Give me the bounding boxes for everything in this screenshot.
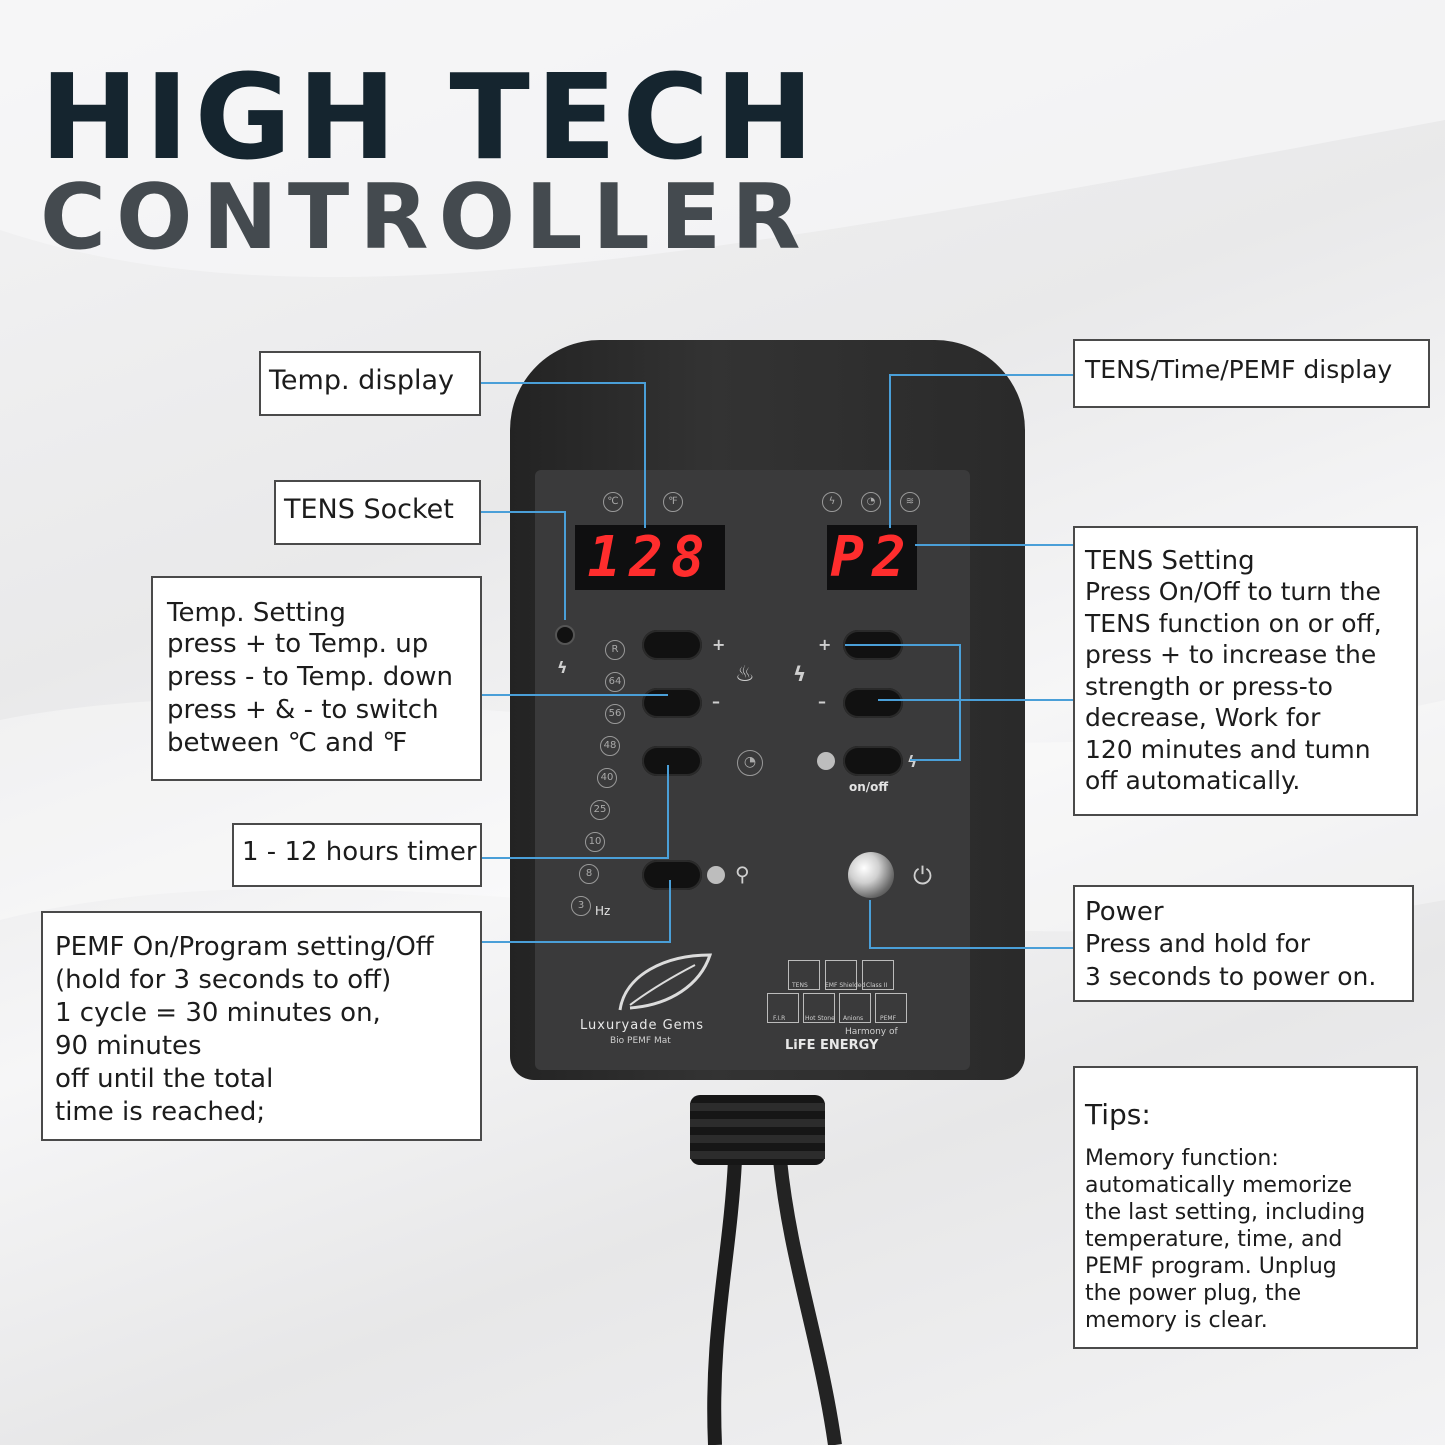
headline-line2: CONTROLLER (40, 165, 811, 270)
tens-indicator-light (817, 752, 835, 770)
power-icon: ⏻ (913, 862, 932, 890)
callout-pemf-body: PEMF On/Program setting/Off (hold for 3 … (55, 932, 434, 1127)
callout-power: Power Press and hold for 3 seconds to po… (1073, 885, 1414, 1002)
tens-plus-button[interactable] (843, 630, 903, 660)
temp-minus-button[interactable] (642, 688, 702, 718)
badge-class-ii (862, 960, 894, 990)
badge-label: EMF Shielded (825, 982, 866, 989)
pemf-coil-icon: ⚲ (735, 862, 750, 886)
pemf-wave-icon: ≋ (900, 492, 920, 512)
callout-tips-heading: Tips: (1085, 1098, 1151, 1131)
callout-power-heading: Power (1085, 897, 1164, 927)
callout-tips: Tips: Memory function: automatically mem… (1073, 1066, 1418, 1349)
hz-label: Hz (595, 904, 611, 918)
callout-tens-setting: TENS Setting Press On/Off to turn the TE… (1073, 526, 1418, 816)
level-mark: 8 (579, 864, 599, 884)
callout-tens-socket-text: TENS Socket (284, 494, 454, 525)
callout-power-body: Press and hold for 3 seconds to power on… (1085, 929, 1377, 991)
controller-device: ℃ ℉ ϟ ◔ ≋ 128 P2 ϟ R 64 56 48 40 25 10 8… (510, 340, 1025, 1080)
plus-symbol: + (818, 635, 832, 654)
celsius-indicator: ℃ (603, 492, 623, 512)
level-mark: 56 (605, 704, 625, 724)
badge-label: Anions (843, 1015, 864, 1022)
lightning-icon: ϟ (557, 658, 568, 677)
cable-connector (690, 1095, 825, 1165)
callout-temp-display: Temp. display (259, 351, 481, 416)
pemf-button[interactable] (642, 860, 702, 890)
callout-temp-setting: Temp. Setting press + to Temp. up press … (151, 576, 482, 781)
level-mark: 10 (585, 832, 605, 852)
callout-timer: 1 - 12 hours timer (232, 823, 482, 887)
badge-label: Class II (866, 982, 888, 989)
level-mark: 3 (571, 896, 591, 916)
callout-temp-setting-body: press + to Temp. up press - to Temp. dow… (167, 629, 453, 758)
badge-label: F.I.R (773, 1015, 786, 1022)
power-button[interactable] (848, 852, 894, 898)
temp-plus-button[interactable] (642, 630, 702, 660)
badge-hot-stone (803, 993, 835, 1023)
badge-anions (839, 993, 871, 1023)
level-mark: 25 (590, 800, 610, 820)
callout-temp-setting-heading: Temp. Setting (167, 598, 346, 628)
lightning-icon: ϟ (793, 662, 807, 686)
tens-lcd-display: P2 (827, 525, 917, 590)
badge-fir (767, 993, 799, 1023)
lightning-icon: ϟ (822, 492, 842, 512)
level-mark: R (605, 640, 625, 660)
clock-icon: ◔ (737, 750, 763, 776)
badge-label: PEMF (880, 1015, 897, 1022)
badge-emf-shielded (825, 960, 857, 990)
headline-line1: HIGH TECH (40, 48, 820, 186)
callout-temp-display-text: Temp. display (269, 365, 454, 396)
minus-symbol: – (818, 692, 826, 711)
clock-icon: ◔ (861, 492, 881, 512)
temp-lcd-display: 128 (575, 525, 725, 590)
thermometer-icon: ♨ (735, 662, 755, 687)
onoff-label: on/off (849, 780, 889, 794)
tens-onoff-button[interactable] (843, 746, 903, 776)
control-panel: ℃ ℉ ϟ ◔ ≋ 128 P2 ϟ R 64 56 48 40 25 10 8… (535, 470, 970, 1070)
callout-tens-display-text: TENS/Time/PEMF display (1085, 355, 1393, 384)
brand-name: Luxuryade Gems (580, 1018, 705, 1033)
badge-tens (788, 960, 820, 990)
brand-subtitle: Bio PEMF Mat (610, 1036, 671, 1046)
plus-symbol: + (712, 635, 726, 654)
level-mark: 40 (597, 768, 617, 788)
callout-pemf: PEMF On/Program setting/Off (hold for 3 … (41, 911, 482, 1141)
fahrenheit-indicator: ℉ (663, 492, 683, 512)
leaf-logo-icon (618, 953, 713, 1011)
badge-label: Hot Stone (805, 1015, 835, 1022)
timer-button[interactable] (642, 746, 702, 776)
level-mark: 48 (600, 736, 620, 756)
lightning-icon: ϟ (907, 752, 918, 771)
callout-tens-socket: TENS Socket (274, 480, 481, 545)
life-energy-text: LiFE ENERGY (785, 1038, 879, 1053)
callout-timer-text: 1 - 12 hours timer (242, 837, 477, 867)
badge-label: TENS (792, 982, 808, 989)
harmony-text: Harmony of (845, 1027, 898, 1037)
minus-symbol: – (712, 692, 720, 711)
pemf-indicator-light (707, 866, 725, 884)
tens-socket[interactable] (555, 625, 575, 645)
callout-tens-setting-heading: TENS Setting (1085, 546, 1255, 576)
callout-tens-display: TENS/Time/PEMF display (1073, 339, 1430, 408)
tens-minus-button[interactable] (843, 688, 903, 718)
level-mark: 64 (605, 672, 625, 692)
callout-tips-body: Memory function: automatically memorize … (1085, 1146, 1366, 1333)
callout-tens-setting-body: Press On/Off to turn the TENS function o… (1085, 577, 1382, 795)
badge-pemf (875, 993, 907, 1023)
